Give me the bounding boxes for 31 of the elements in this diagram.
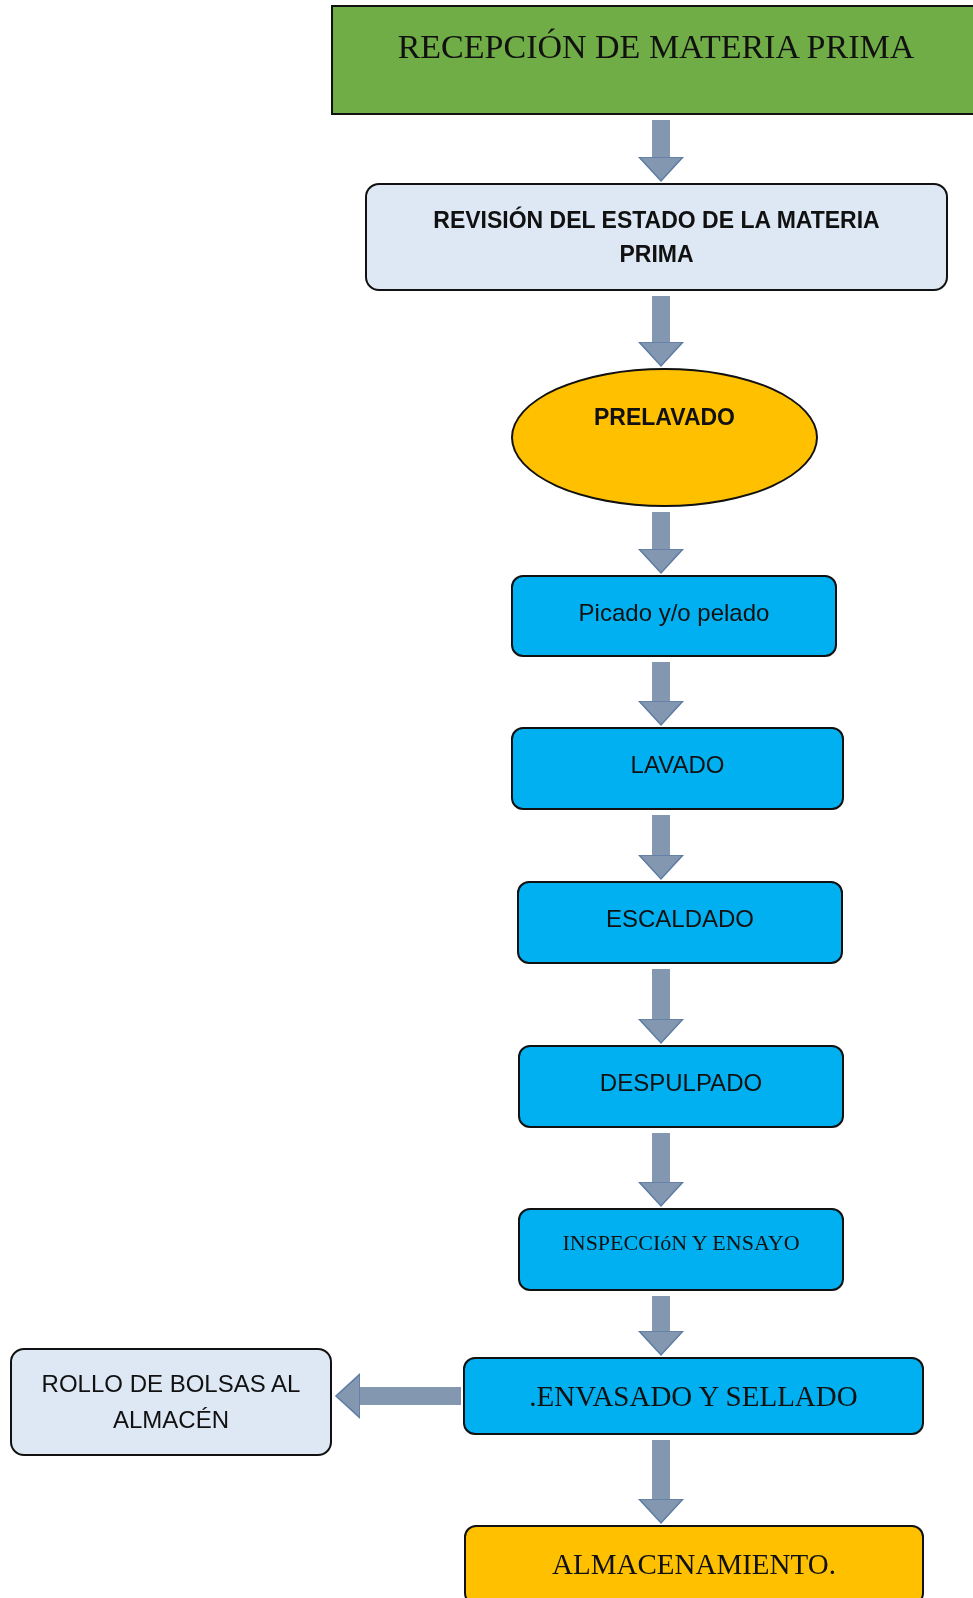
node-label: PRELAVADO	[594, 403, 735, 432]
process-box	[518, 1045, 844, 1128]
node-label: INSPECCIóN Y ENSAYO	[562, 1229, 800, 1257]
node-label: Picado y/o pelado	[578, 598, 770, 628]
node-label: ROLLO DE BOLSAS AL ALMACÉN	[40, 1369, 302, 1435]
node-label: ALMACENAMIENTO.	[552, 1547, 836, 1582]
node-label: RECEPCIÓN DE MATERIA PRIMA	[397, 27, 915, 67]
node-label: ESCALDADO	[605, 904, 754, 934]
block-arrow	[638, 512, 684, 574]
node-label: DESPULPADO	[599, 1068, 763, 1098]
block-arrow	[638, 662, 684, 726]
process-box	[331, 5, 973, 115]
block-arrow	[638, 1296, 684, 1356]
node-label: REVISIÓN DEL ESTADO DE LA MATERIA PRIMA	[432, 205, 881, 269]
process-box	[10, 1348, 332, 1456]
process-box	[464, 1525, 924, 1598]
block-arrow	[638, 815, 684, 880]
block-arrow	[335, 1373, 461, 1419]
process-box	[511, 575, 837, 657]
process-box	[518, 1208, 844, 1291]
process-box	[511, 727, 844, 810]
block-arrow	[638, 1440, 684, 1524]
node-label: .ENVASADO Y SELLADO	[529, 1379, 858, 1414]
process-box	[365, 183, 948, 291]
process-box	[517, 881, 843, 964]
block-arrow	[638, 1133, 684, 1207]
block-arrow	[638, 120, 684, 182]
node-label: LAVADO	[630, 750, 725, 780]
process-box	[463, 1357, 924, 1435]
block-arrow	[638, 969, 684, 1044]
block-arrow	[638, 296, 684, 367]
